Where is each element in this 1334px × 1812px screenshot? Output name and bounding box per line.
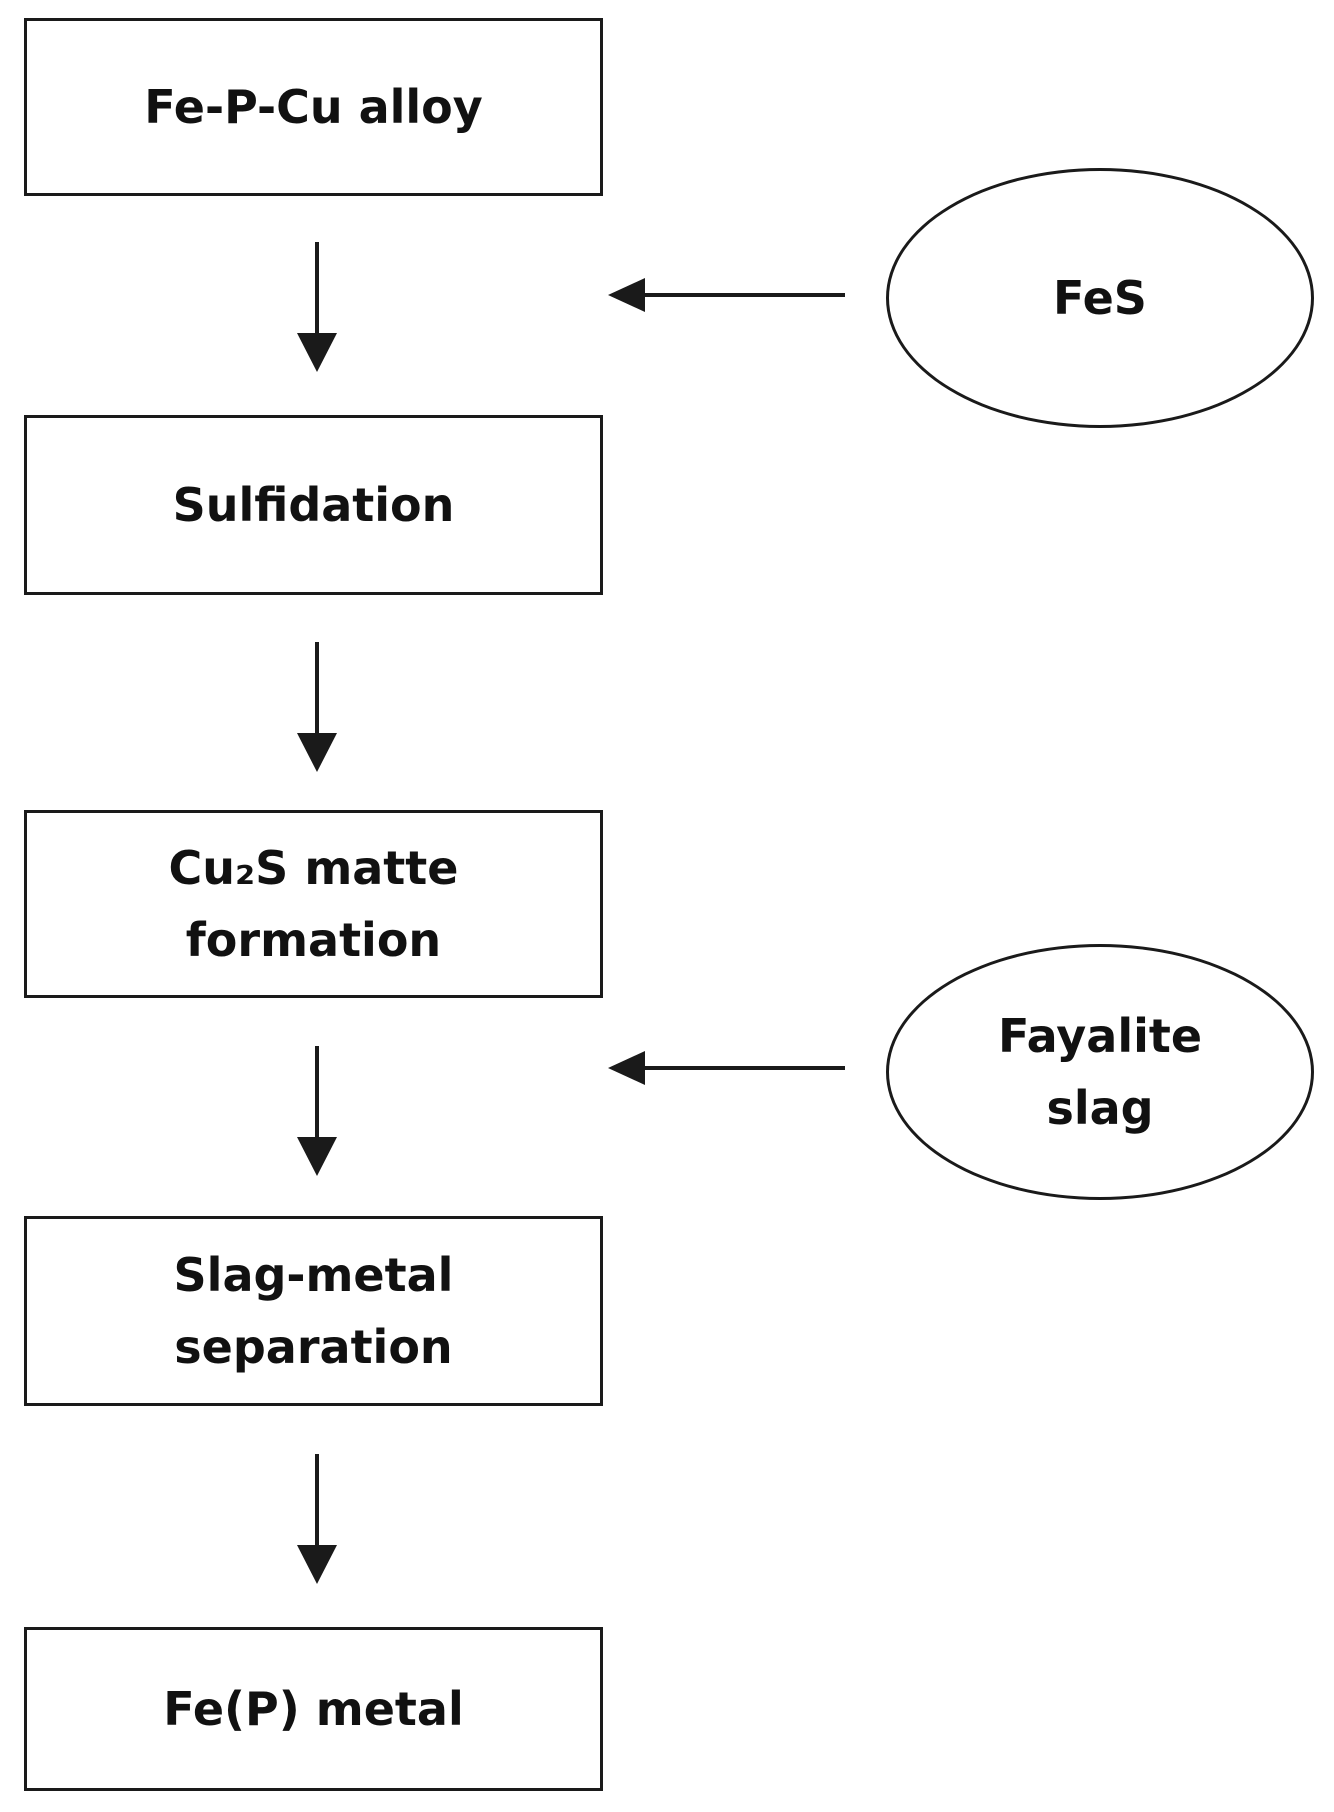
down-arrow-4 [297, 1454, 337, 1584]
input-ellipse-fayalite-slag: Fayalite slag [886, 944, 1314, 1200]
left-arrow-fes [608, 278, 845, 312]
down-arrow-3 [297, 1046, 337, 1176]
input-label-line-1: Fayalite [997, 1009, 1203, 1063]
step-label: Sulfidation [172, 478, 455, 532]
step-label-line-2: formation [185, 913, 442, 967]
step-box-sulfidation: Sulfidation [24, 415, 603, 595]
step-box-fe-p-metal: Fe(P) metal [24, 1627, 603, 1791]
input-ellipse-fes: FeS [886, 168, 1314, 428]
step-label-line-1: Slag-metal [173, 1248, 454, 1302]
down-arrow-2 [297, 642, 337, 772]
input-label: FeS [1053, 271, 1147, 325]
step-box-fe-p-cu-alloy: Fe-P-Cu alloy [24, 18, 603, 196]
step-box-cu2s-matte-formation: Cu₂S matte formation [24, 810, 603, 998]
step-label: Fe-P-Cu alloy [144, 80, 483, 134]
step-box-slag-metal-separation: Slag-metal separation [24, 1216, 603, 1406]
down-arrow-1 [297, 242, 337, 372]
input-label-line-2: slag [1046, 1081, 1154, 1135]
step-label: Fe(P) metal [163, 1682, 464, 1736]
left-arrow-fayalite-slag [608, 1051, 845, 1085]
step-label-line-2: separation [174, 1320, 453, 1374]
step-label-line-1: Cu₂S matte [168, 841, 459, 895]
